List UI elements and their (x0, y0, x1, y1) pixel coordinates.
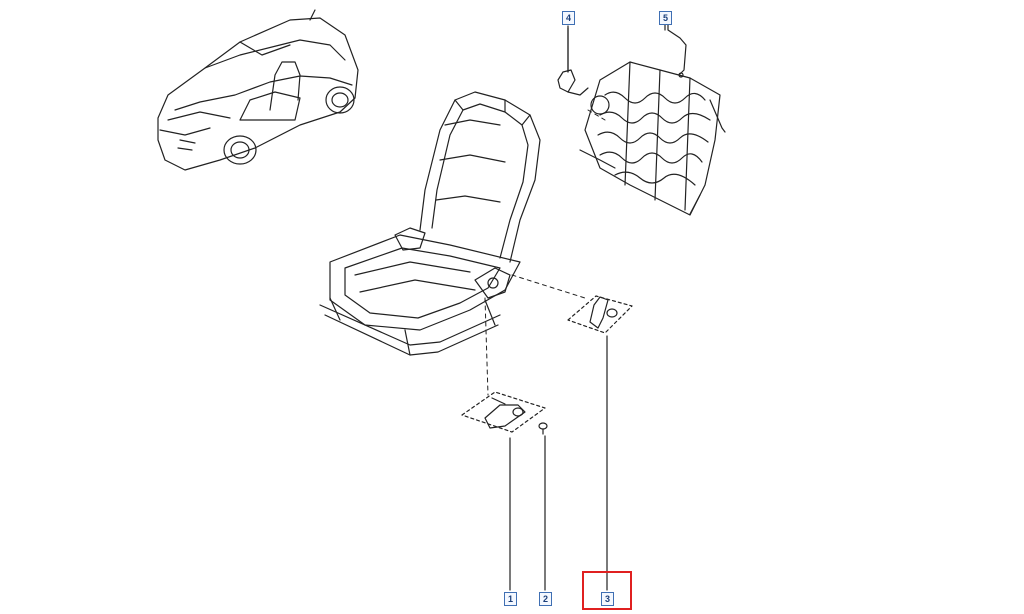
part-2-screw (538, 422, 548, 435)
part-5-rod (667, 24, 687, 78)
callout-2[interactable]: 2 (539, 592, 552, 606)
seat-frame (319, 91, 541, 356)
callout-4[interactable]: 4 (562, 11, 575, 25)
callout-1[interactable]: 1 (504, 592, 517, 606)
part-3-lever (567, 295, 633, 334)
assembly-lines (484, 109, 606, 396)
callout-5[interactable]: 5 (659, 11, 672, 25)
part-1-lever (461, 391, 546, 433)
vehicle-thumbnail (157, 9, 359, 171)
part-4-release-cable (557, 27, 589, 96)
callout-3[interactable]: 3 (601, 592, 614, 606)
leader-lines (509, 23, 666, 591)
spring-mat (579, 61, 726, 216)
selected-part-highlight (582, 571, 632, 610)
